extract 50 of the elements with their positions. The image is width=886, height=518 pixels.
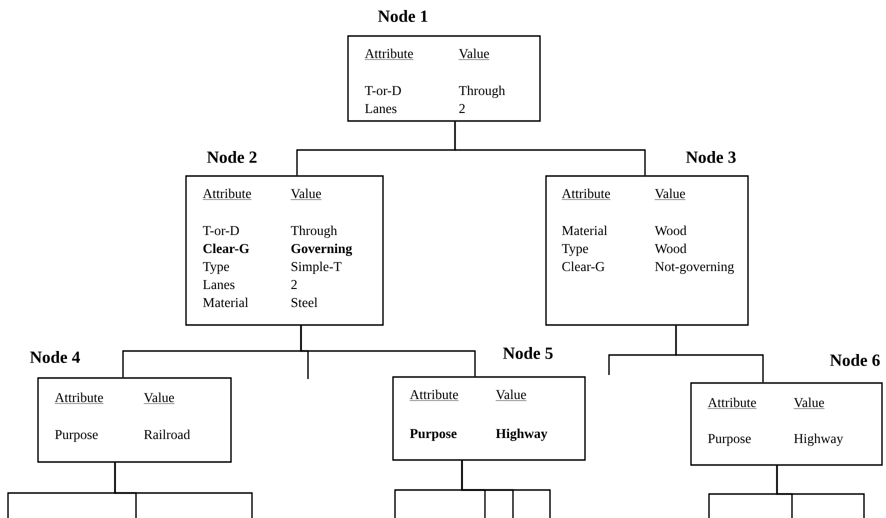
- attribute-value: Wood: [654, 244, 686, 254]
- column-header: Attribute: [708, 398, 757, 409]
- attribute-value: Highway: [496, 428, 548, 441]
- attribute-value: Governing: [291, 244, 352, 256]
- tree-connector: [776, 466, 865, 518]
- attribute-name: Lanes: [203, 280, 234, 290]
- tree-connector: [300, 326, 476, 376]
- attribute-name: Material: [562, 226, 608, 236]
- attribute-value: 2: [291, 280, 297, 289]
- column-header: Value: [144, 392, 175, 404]
- column-header: Value: [458, 48, 490, 60]
- attribute-value: Not-governing: [655, 262, 734, 274]
- column-header: Attribute: [562, 188, 611, 200]
- attribute-name: Purpose: [55, 430, 98, 442]
- attribute-name: Type: [202, 262, 230, 274]
- column-header: Value: [290, 188, 322, 200]
- column-header: Value: [496, 390, 527, 401]
- tree-connector: [114, 462, 253, 518]
- attribute-name: T-or-D: [364, 86, 401, 96]
- attribute-name: Type: [562, 244, 588, 256]
- attribute-value: Railroad: [144, 430, 190, 440]
- attribute-name: Clear-G: [562, 262, 604, 272]
- column-header: Attribute: [202, 188, 252, 200]
- attribute-value: Through: [458, 86, 506, 98]
- node-label: Node 5: [503, 347, 553, 359]
- node-label: Node 1: [378, 10, 428, 22]
- attribute-value: 2: [459, 104, 465, 113]
- attribute-value: Wood: [654, 226, 686, 236]
- attribute-name: Lanes: [365, 104, 396, 114]
- attribute-value: Highway: [794, 434, 844, 446]
- attribute-value: Steel: [292, 298, 318, 308]
- attribute-value: Simple-T: [292, 262, 342, 274]
- node-label: Node 2: [207, 151, 257, 163]
- tree-connector: [461, 460, 551, 518]
- attribute-name: Purpose: [708, 434, 751, 446]
- column-header: Value: [794, 398, 825, 409]
- tree-connector: [454, 122, 646, 176]
- node-label: Node 3: [686, 151, 736, 163]
- column-header: Value: [654, 188, 686, 200]
- attribute-value: Through: [290, 226, 338, 238]
- column-header: Attribute: [364, 48, 414, 60]
- attribute-name: Material: [203, 298, 248, 308]
- tree-connector: [675, 326, 764, 382]
- column-header: Attribute: [410, 390, 459, 401]
- node-label: Node 6: [830, 354, 880, 366]
- attribute-name: Clear-G: [203, 244, 250, 254]
- attribute-name: T-or-D: [202, 226, 239, 236]
- attribute-name: Purpose: [410, 429, 457, 441]
- column-header: Attribute: [54, 392, 104, 404]
- node-label: Node 4: [30, 351, 80, 363]
